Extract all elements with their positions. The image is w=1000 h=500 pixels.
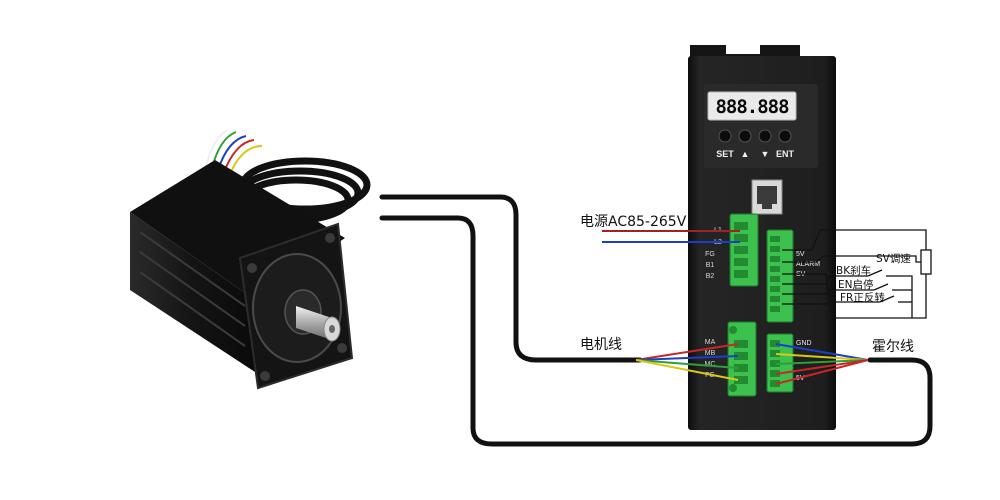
switch-bk (867, 269, 900, 277)
bldc-motor (130, 129, 371, 390)
led-display (707, 91, 797, 121)
ctrl-pin-alarm: ALARM (796, 261, 820, 268)
hall-wire-1 (775, 343, 869, 361)
power-supply-label: 电源AC85-265V (580, 214, 687, 230)
hall-wires (775, 343, 869, 385)
motor-wire-label: 电机线 (580, 337, 622, 353)
motor-power-cable (379, 194, 643, 363)
bk-brake-label: BK刹车 (836, 264, 871, 277)
set-button-label: SET (716, 149, 734, 159)
keypad: SET ▲ ▼ ENT (716, 129, 795, 159)
en-enable-label: EN启停 (838, 278, 874, 291)
enter-button-label: ENT (776, 149, 795, 159)
motor-fins (139, 231, 246, 347)
hall-cable (379, 215, 933, 447)
phase-wire-ma (635, 343, 739, 361)
sv-speed-label: SV调速 (876, 253, 911, 265)
hall-wire-4 (775, 359, 869, 375)
phase-wire-mc (635, 359, 739, 369)
hall-wire-2 (775, 353, 869, 361)
potentiometer (920, 249, 932, 275)
set-button[interactable] (718, 129, 732, 143)
power-pin-b1: B1 (706, 262, 715, 269)
driver-unit: 888.888 SET ▲ ▼ ENT L1 L2 FG B1 B2 (688, 45, 836, 430)
motor-terminal: MA MB MC FG (705, 321, 757, 397)
power-input-wires (602, 230, 740, 243)
motor-shaft (296, 306, 332, 340)
down-button-label: ▼ (761, 149, 770, 159)
fr-direction-label: FR正反转 (840, 291, 885, 304)
switch-fr (879, 295, 912, 303)
display-digits: 888.888 (715, 96, 789, 118)
motor-pin-mc: MC (705, 361, 716, 368)
motor-pin-mb: MB (705, 350, 716, 357)
ctrl-pin-5v: 5V (796, 251, 805, 258)
enter-button[interactable] (778, 129, 792, 143)
power-pin-fg: FG (705, 251, 715, 258)
up-button[interactable] (738, 129, 752, 143)
motor-phase-wires (635, 343, 739, 381)
hall-wire-5 (775, 359, 869, 385)
phase-wire-fg (635, 359, 739, 381)
hall-wire-label: 霍尔线 (872, 339, 914, 355)
up-button-label: ▲ (741, 149, 750, 159)
motor-pin-ma: MA (705, 339, 716, 346)
hall-wire-3 (775, 359, 869, 365)
flange-bolt-holes (247, 233, 347, 381)
power-pin-b2: B2 (706, 273, 715, 280)
hall-pin-gnd: GND (796, 340, 812, 347)
down-button[interactable] (758, 129, 772, 143)
control-wiring (782, 229, 932, 319)
phase-wire-mb (635, 355, 739, 361)
switch-en (873, 283, 906, 291)
motor-cables (379, 194, 933, 447)
